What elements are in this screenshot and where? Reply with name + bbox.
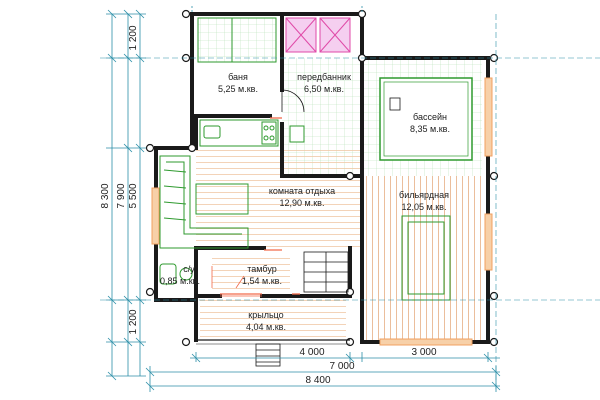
vestibule-name: тамбур — [247, 264, 276, 274]
vestibule-floor — [212, 258, 290, 294]
window-right-billiard — [484, 213, 493, 271]
billiard-floor — [364, 176, 482, 342]
banya-name: баня — [228, 72, 248, 82]
dim-1200-bottom: 1 200 — [128, 309, 139, 334]
coffee-table — [195, 183, 249, 215]
pool-name: бассейн — [413, 112, 447, 122]
billiard-area: 12,05 м.кв. — [402, 202, 447, 212]
door-arc-banya — [281, 89, 305, 113]
room-labels: баня 5,25 м.кв. передбанник 6,50 м.кв. б… — [160, 72, 450, 332]
porch-floor — [200, 300, 346, 340]
lounge-area: 12,90 м.кв. — [280, 198, 325, 208]
billiard-name: бильярдная — [399, 190, 449, 200]
doors — [220, 117, 300, 295]
wall-predbannik-bottom — [280, 122, 364, 178]
dim-4000: 4 000 — [299, 347, 324, 358]
dim-5500: 5 500 — [128, 183, 139, 208]
windows — [151, 77, 493, 346]
furniture — [159, 17, 473, 301]
su-area: 0,85 м.кв. — [160, 276, 200, 286]
dim-3000: 3 000 — [411, 347, 436, 358]
dim-7000: 7 000 — [329, 361, 354, 372]
banya-area: 5,25 м.кв. — [218, 84, 258, 94]
pool-area: 8,35 м.кв. — [410, 124, 450, 134]
vestibule-area: 1,54 м.кв. — [242, 276, 282, 286]
dim-1200-top: 1 200 — [128, 25, 139, 50]
porch-area: 4,04 м.кв. — [246, 322, 286, 332]
window-right-pool — [484, 77, 493, 157]
predbannik-name: передбанник — [297, 72, 351, 82]
porch-railing — [196, 339, 350, 345]
predbannik-area: 6,50 м.кв. — [304, 84, 344, 94]
porch-name: крыльцо — [248, 310, 283, 320]
dimension-lines — [100, 6, 600, 392]
entrance-steps — [255, 343, 281, 367]
toilet — [159, 263, 177, 285]
dim-8400: 8 400 — [305, 375, 330, 386]
window-bottom-billiard — [379, 338, 473, 346]
window-left — [151, 187, 160, 245]
dim-7900: 7 900 — [116, 183, 127, 208]
dimension-labels: 8 300 7 900 5 500 1 200 1 200 4 000 3 00… — [100, 25, 437, 386]
lounge-floor — [196, 148, 360, 248]
corner-sofa — [159, 155, 249, 249]
sauna-bench — [197, 17, 277, 63]
dim-8300: 8 300 — [100, 183, 111, 208]
kitchen-counter — [199, 119, 279, 147]
pool[interactable] — [379, 77, 473, 161]
su-name: с/у — [183, 264, 195, 274]
lounge-name: комната отдыха — [269, 186, 335, 196]
